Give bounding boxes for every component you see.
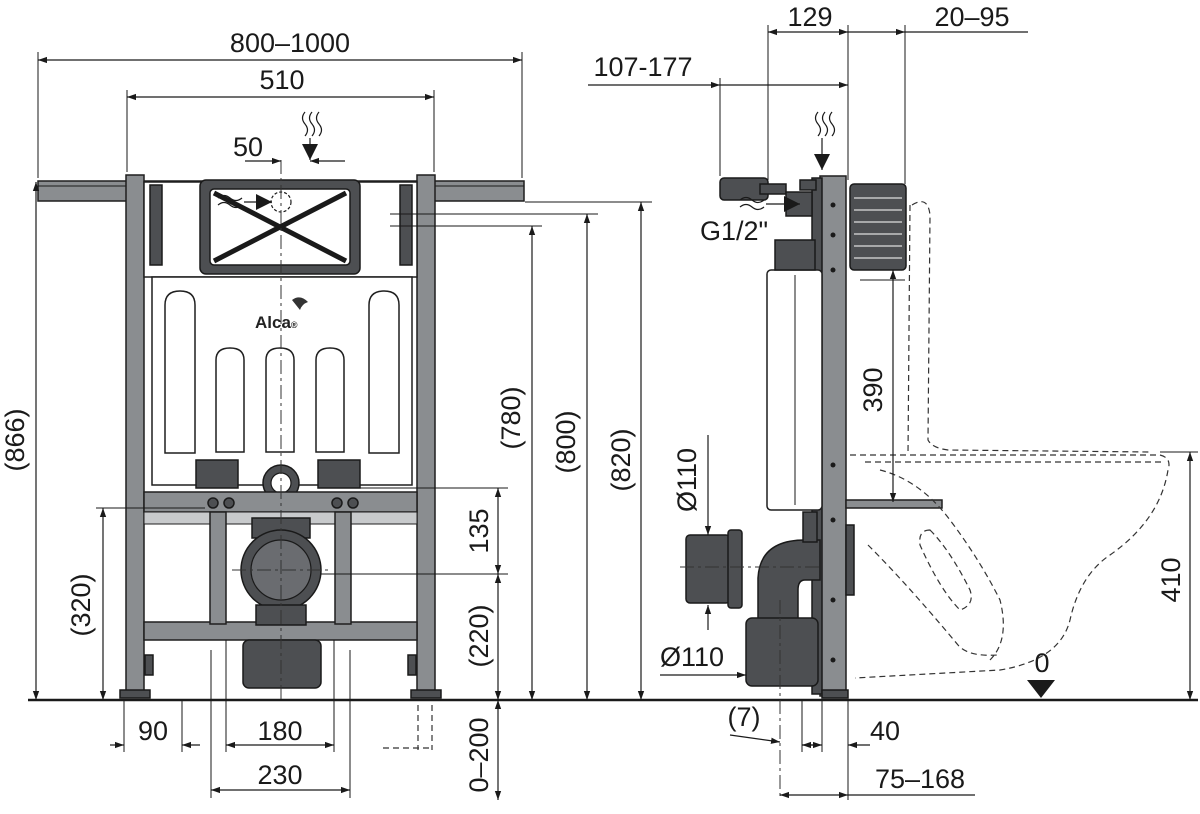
water-inlet-wave-icon <box>301 111 323 137</box>
dim-width-180: 180 <box>257 716 302 746</box>
label-g12: G1/2" <box>700 216 768 246</box>
dim-height-390: 390 <box>858 367 888 412</box>
front-view: Alca® <box>37 111 525 750</box>
alca-logo: Alca® <box>255 313 298 332</box>
side-frame-post <box>819 175 847 697</box>
right-post <box>416 174 436 696</box>
toilet-lid-outline <box>911 201 1151 453</box>
mounting-rod <box>845 499 943 509</box>
dim-depth-107-177: 107-177 <box>593 52 692 82</box>
dim-depth-20-95: 20–95 <box>934 2 1009 32</box>
dim-height-820: (820) <box>606 428 636 491</box>
dim-height-320: (320) <box>66 573 96 636</box>
dim-height-410: 410 <box>1156 557 1186 602</box>
front-dimensions: 800–1000 510 50 (866) (320) 135 (220) 0–… <box>0 28 652 800</box>
dim-width-40: 40 <box>870 716 900 746</box>
dim-height-220: (220) <box>464 604 494 667</box>
dim-height-135: 135 <box>464 508 494 553</box>
dim-diameter-110-top: Ø110 <box>672 448 702 512</box>
dim-offset-50: 50 <box>233 132 263 162</box>
dim-depth-0-200: 0–200 <box>464 717 494 792</box>
dim-floor-zero: 0 <box>1034 648 1049 678</box>
dim-height-780: (780) <box>496 386 526 449</box>
side-water-wave-icon <box>814 111 836 137</box>
dim-width-75-168: 75–168 <box>875 764 965 794</box>
dim-offset-7: (7) <box>728 702 761 732</box>
left-post <box>125 174 145 696</box>
dim-width-90: 90 <box>138 716 168 746</box>
side-view <box>680 111 1170 800</box>
waste-elbow-side <box>757 539 821 621</box>
side-dimensions: 129 20–95 107-177 G1/2" Ø110 Ø110 390 41… <box>588 2 1198 800</box>
inlet-pipe <box>685 534 731 604</box>
dim-overall-width: 800–1000 <box>230 28 350 58</box>
toilet-bowl-outline <box>850 454 1170 679</box>
dim-height-800: (800) <box>551 410 581 473</box>
floor-zero-marker-icon <box>1027 680 1055 698</box>
dim-width-230: 230 <box>257 760 302 790</box>
dim-frame-width: 510 <box>259 65 304 95</box>
dim-height-866: (866) <box>0 408 30 471</box>
dim-depth-129: 129 <box>787 2 832 32</box>
dim-diameter-110-bottom: Ø110 <box>660 642 724 672</box>
actuator-ring <box>849 183 907 271</box>
bird-logo-icon <box>292 297 308 310</box>
